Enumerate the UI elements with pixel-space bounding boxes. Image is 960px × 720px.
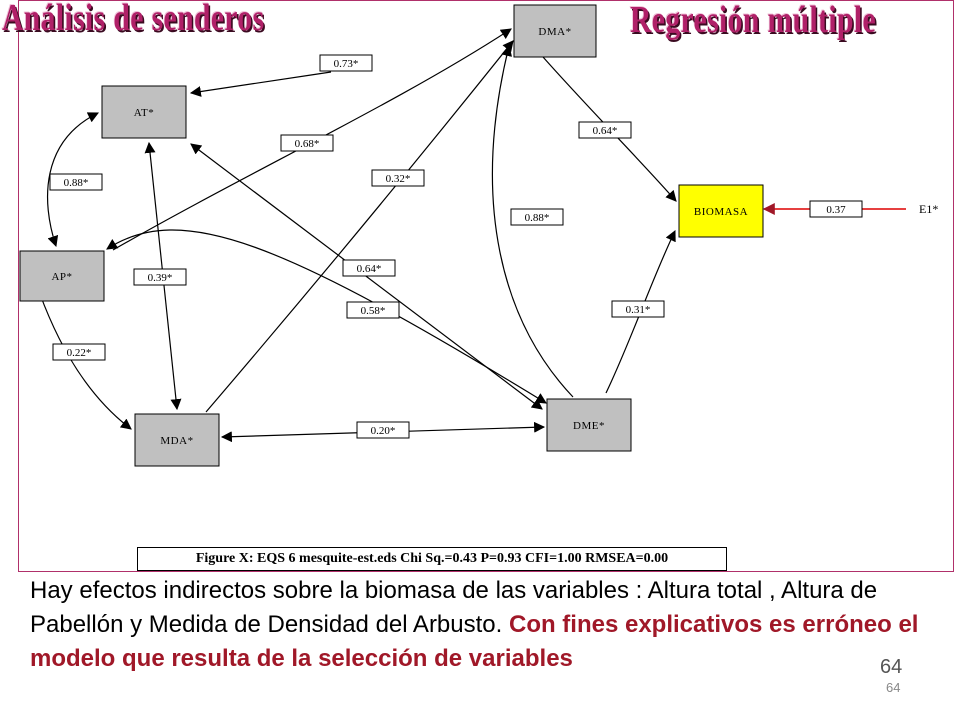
edge-label: 0.22* (52, 343, 106, 361)
node-ap: AP* (19, 250, 105, 302)
title-path-analysis: Análisis de senderos (2, 0, 265, 39)
edge-mda-dma (205, 40, 514, 413)
edge-label-text: 0.73* (334, 58, 359, 70)
edge-ap-dme (106, 229, 547, 404)
edge-label-text: 0.68* (295, 138, 320, 150)
explanation-emphasis: Con fines explicativos es erróneo el mod… (30, 611, 919, 672)
page-number-small: 64 (886, 680, 901, 695)
node-dme: DME* (546, 398, 632, 452)
node-label: DME* (573, 420, 605, 432)
edge-label-text: 0.64* (593, 125, 618, 137)
edge-at-ap (46, 112, 99, 248)
edge-at-dma (189, 71, 332, 97)
node-label: MDA* (160, 435, 193, 447)
node-label: BIOMASA (694, 206, 748, 218)
page-number: 64 (880, 656, 903, 678)
edge-label: 0.32* (371, 169, 425, 187)
node-at: AT* (101, 85, 187, 139)
edge-label-text: 0.32* (386, 173, 411, 185)
node-e1: E1* (919, 202, 938, 216)
edge-label: 0.73* (319, 54, 373, 72)
edge-label: 0.68* (280, 134, 334, 152)
edge-label-text: 0.22* (67, 347, 92, 359)
node-biomasa: BIOMASA (678, 184, 764, 238)
node-label: DMA* (538, 26, 571, 38)
edge-label: 0.88* (49, 173, 103, 191)
edge-label: 0.20* (356, 421, 410, 439)
edge-label-text: 0.20* (371, 425, 396, 437)
explanation-text: Hay efectos indirectos sobre la biomasa … (30, 574, 930, 676)
edge-label-text: 0.39* (148, 272, 173, 284)
node-dma: DMA* (513, 4, 597, 58)
edge-label-text: 0.88* (64, 177, 89, 189)
figure-caption: Figure X: EQS 6 mesquite-est.eds Chi Sq.… (137, 547, 727, 571)
edge-label-text: 0.37 (826, 204, 846, 216)
edge-label-text: 0.88* (525, 212, 550, 224)
edge-label: 0.88* (510, 208, 564, 226)
edge-label-text: 0.58* (361, 305, 386, 317)
node-label: AP* (51, 271, 72, 283)
edge-label: 0.37 (809, 200, 863, 218)
diagram-frame: 0.73* 0.68* 0.32* 0.64* 0.88* 0.88* 0.39* 0.64*… (18, 0, 954, 572)
edge-label: 0.31* (611, 300, 665, 318)
edge-label: 0.64* (578, 121, 632, 139)
path-diagram: 0.73* 0.68* 0.32* 0.64* 0.88* 0.88* 0.39* 0.64*… (19, 4, 938, 467)
node-label: AT* (134, 107, 154, 119)
title-multiple-regression: Regresión múltiple (630, 0, 877, 41)
explanation-normal: Hay efectos indirectos sobre la biomasa … (30, 577, 878, 638)
edge-label: 0.58* (346, 301, 400, 319)
edge-label-text: 0.31* (626, 304, 651, 316)
edge-label-text: 0.64* (357, 263, 382, 275)
node-mda: MDA* (134, 413, 220, 467)
edge-label: 0.64* (342, 259, 396, 277)
edge-label: 0.39* (133, 268, 187, 286)
